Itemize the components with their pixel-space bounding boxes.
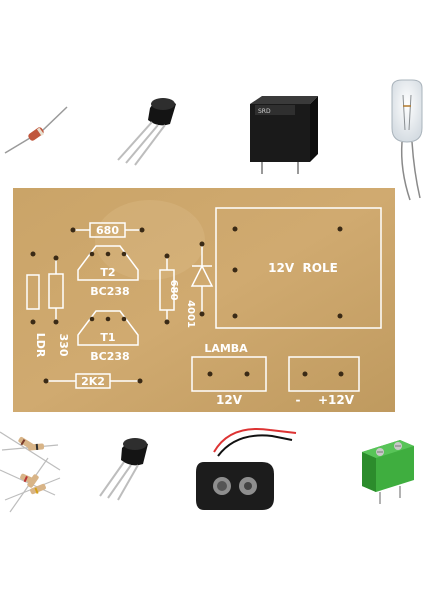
- relay-outline: 12V ROLE: [215, 207, 382, 329]
- label-330: 330: [57, 334, 70, 357]
- label-680-side: 680: [168, 280, 179, 301]
- relay-icon: SRD: [250, 96, 318, 174]
- label-680-top: 680: [96, 224, 119, 237]
- diode-4001-symbol: 4001: [185, 241, 214, 328]
- resistor-2k2: 2K2: [43, 373, 143, 389]
- label-minus: -: [296, 393, 301, 407]
- diode-icon: [4, 106, 68, 154]
- label-4001: 4001: [185, 300, 196, 328]
- label-bc238-top: BC238: [90, 285, 129, 298]
- label-plus-12v: +12V: [318, 393, 355, 407]
- transistor-icon: [117, 98, 176, 166]
- label-2k2: 2K2: [81, 375, 105, 388]
- bulb-icon: [391, 79, 423, 201]
- resistor-icon: [0, 431, 61, 513]
- label-lamp-12v: 12V: [216, 393, 243, 407]
- transistor-t2-outline: T2 BC238: [77, 245, 139, 298]
- label-bc238-bottom: BC238: [90, 350, 129, 363]
- resistor-680-side: 680: [159, 253, 179, 325]
- label-role: 12V ROLE: [268, 261, 338, 275]
- terminal-block-icon: [362, 440, 414, 504]
- lamba-connector-outline: LAMBA 12V: [191, 342, 267, 407]
- transistor-icon-bottom: [99, 438, 148, 501]
- transistor-t1-outline: T1 BC238: [77, 310, 139, 363]
- power-connector-outline: - +12V: [288, 356, 360, 407]
- label-t1: T1: [100, 331, 115, 344]
- relay-marking: SRD: [258, 108, 271, 115]
- resistor-330: 330: [48, 255, 70, 357]
- label-lamba: LAMBA: [204, 342, 248, 355]
- label-ldr: LDR: [34, 333, 47, 358]
- battery-snap-icon: [196, 428, 297, 510]
- ldr-outline: LDR: [26, 251, 47, 358]
- resistor-680-top: 680: [70, 222, 145, 238]
- pcb-board: 680 T2 BC238 T1 BC238 LDR: [13, 188, 395, 412]
- label-t2: T2: [100, 266, 115, 279]
